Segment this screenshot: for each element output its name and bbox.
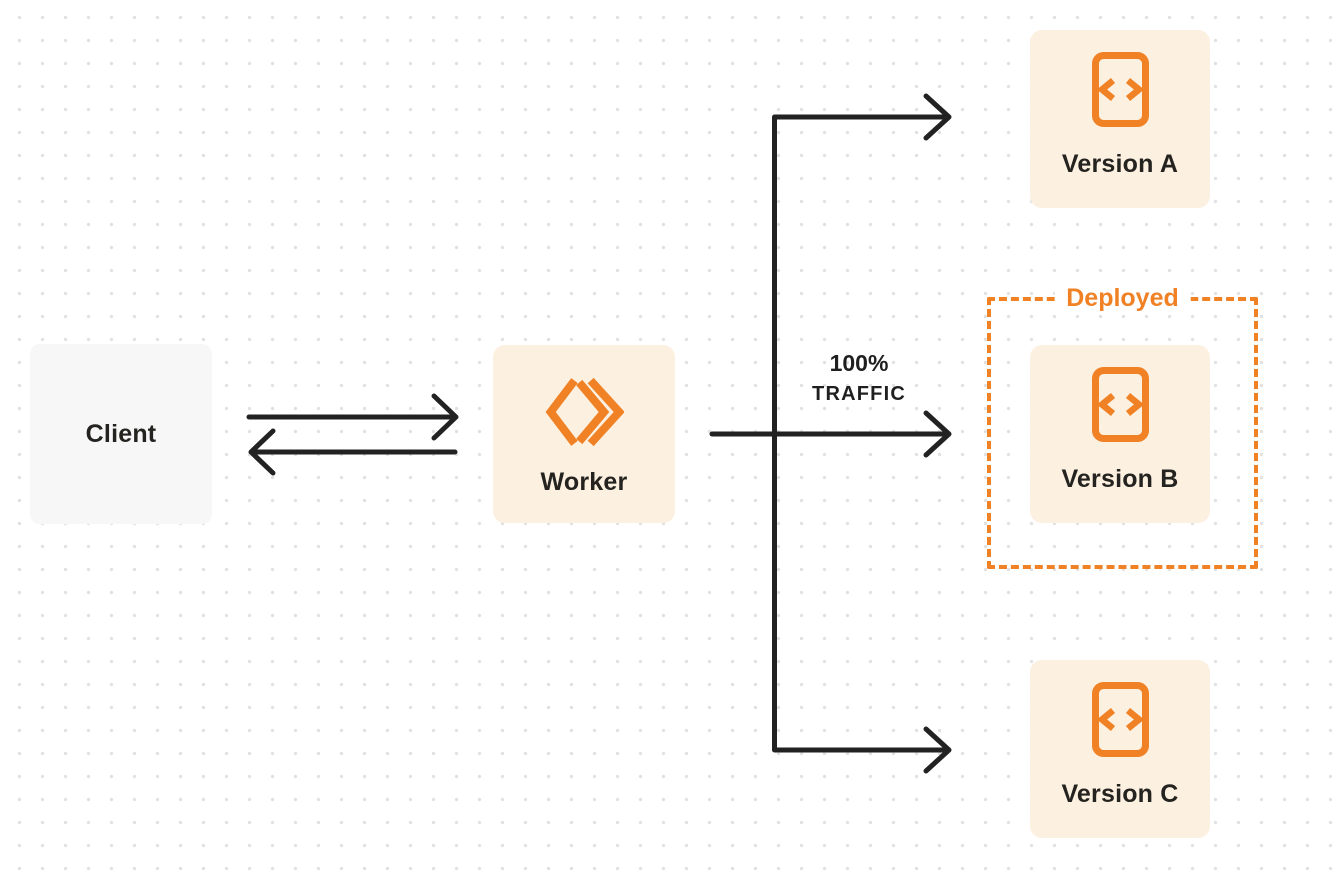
traffic-label: 100% TRAFFIC — [788, 350, 930, 407]
worker-label: Worker — [540, 468, 628, 496]
arrow-client-to-worker — [246, 393, 459, 441]
traffic-percent: 100% — [829, 350, 889, 376]
version-a-label: Version A — [1061, 150, 1179, 178]
traffic-word: TRAFFIC — [812, 383, 906, 405]
version-a-node: Version A — [1030, 30, 1210, 208]
arrow-worker-to-version-c — [772, 431, 952, 774]
worker-node: Worker — [493, 345, 675, 523]
deployed-container: Deployed — [987, 284, 1258, 569]
arrow-worker-to-version-b — [709, 410, 952, 458]
version-b-label: Version B — [1061, 465, 1179, 493]
cloudflare-workers-logo-icon — [544, 374, 624, 450]
code-file-icon — [1091, 367, 1149, 442]
code-file-icon — [1091, 52, 1149, 127]
version-c-label: Version C — [1061, 780, 1179, 808]
version-c-node: Version C — [1030, 660, 1210, 838]
version-b-node: Version B — [1030, 345, 1210, 523]
arrow-worker-to-client — [248, 428, 458, 476]
client-label: Client — [85, 419, 157, 448]
deployed-label: Deployed — [1054, 284, 1191, 314]
code-file-icon — [1091, 682, 1149, 757]
client-node: Client — [30, 344, 212, 524]
